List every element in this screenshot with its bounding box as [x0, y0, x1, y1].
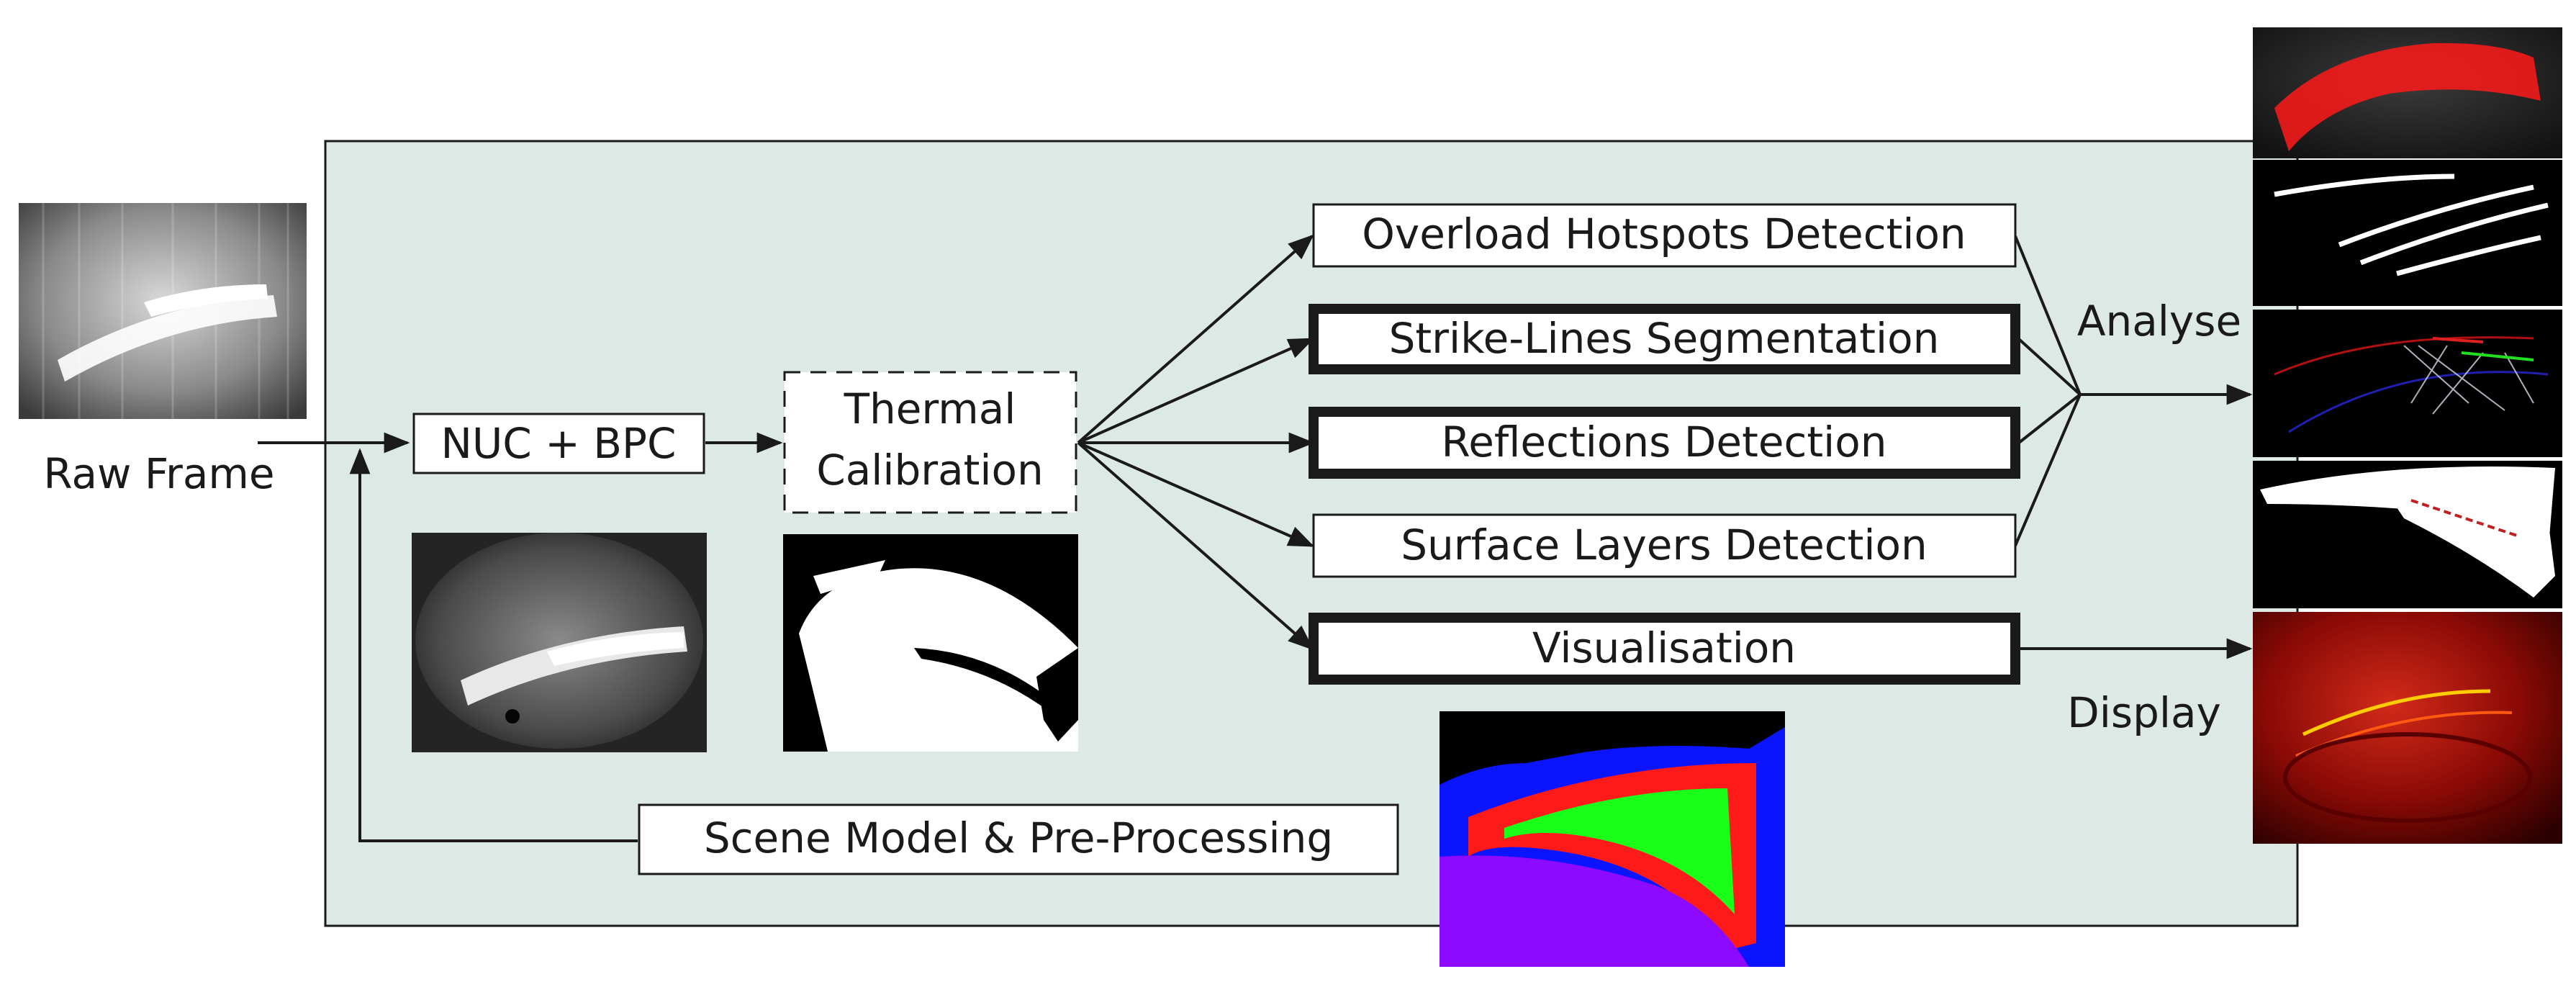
scene-model-box	[638, 803, 1399, 875]
overload-hotspots-label: Overload Hotspots Detection	[1362, 209, 1966, 258]
connectors	[258, 234, 2253, 842]
surface-layers-label: Surface Layers Detection	[1401, 520, 1928, 569]
visualisation-result-image	[2253, 612, 2562, 844]
thermal-calibration-box	[783, 371, 1077, 514]
thermal-calibration-label-line2: Calibration	[816, 446, 1044, 495]
strike-lines-box	[1309, 304, 2020, 374]
strike-lines-label: Strike-Lines Segmentation	[1389, 314, 1940, 363]
reflections-result-image	[2253, 310, 2562, 457]
scene-model-label: Scene Model & Pre-Processing	[704, 814, 1333, 862]
analyse-label: Analyse	[2077, 297, 2241, 346]
reflections-box	[1309, 407, 2020, 479]
thermal-calibration-label-line1: Thermal	[844, 384, 1016, 433]
overload-hotspots-box	[1312, 203, 2017, 268]
raw-frame-image	[19, 203, 307, 419]
surface-layers-box	[1312, 513, 2017, 578]
nuc-bpc-box	[412, 413, 705, 474]
raw-frame-label: Raw Frame	[43, 449, 274, 498]
visualisation-label: Visualisation	[1532, 623, 1796, 672]
surface-layers-result-image	[2253, 461, 2562, 608]
strike-lines-result-image	[2253, 160, 2562, 306]
reflections-label: Reflections Detection	[1442, 418, 1887, 467]
calibration-mask-image	[783, 534, 1078, 752]
scene-segmentation-image	[1440, 711, 1785, 967]
visualisation-box	[1309, 613, 2020, 685]
nuc-output-image	[412, 533, 707, 752]
display-label: Display	[2067, 688, 2221, 737]
overload-result-image	[2253, 27, 2562, 158]
nuc-bpc-label: NUC + BPC	[440, 419, 676, 468]
